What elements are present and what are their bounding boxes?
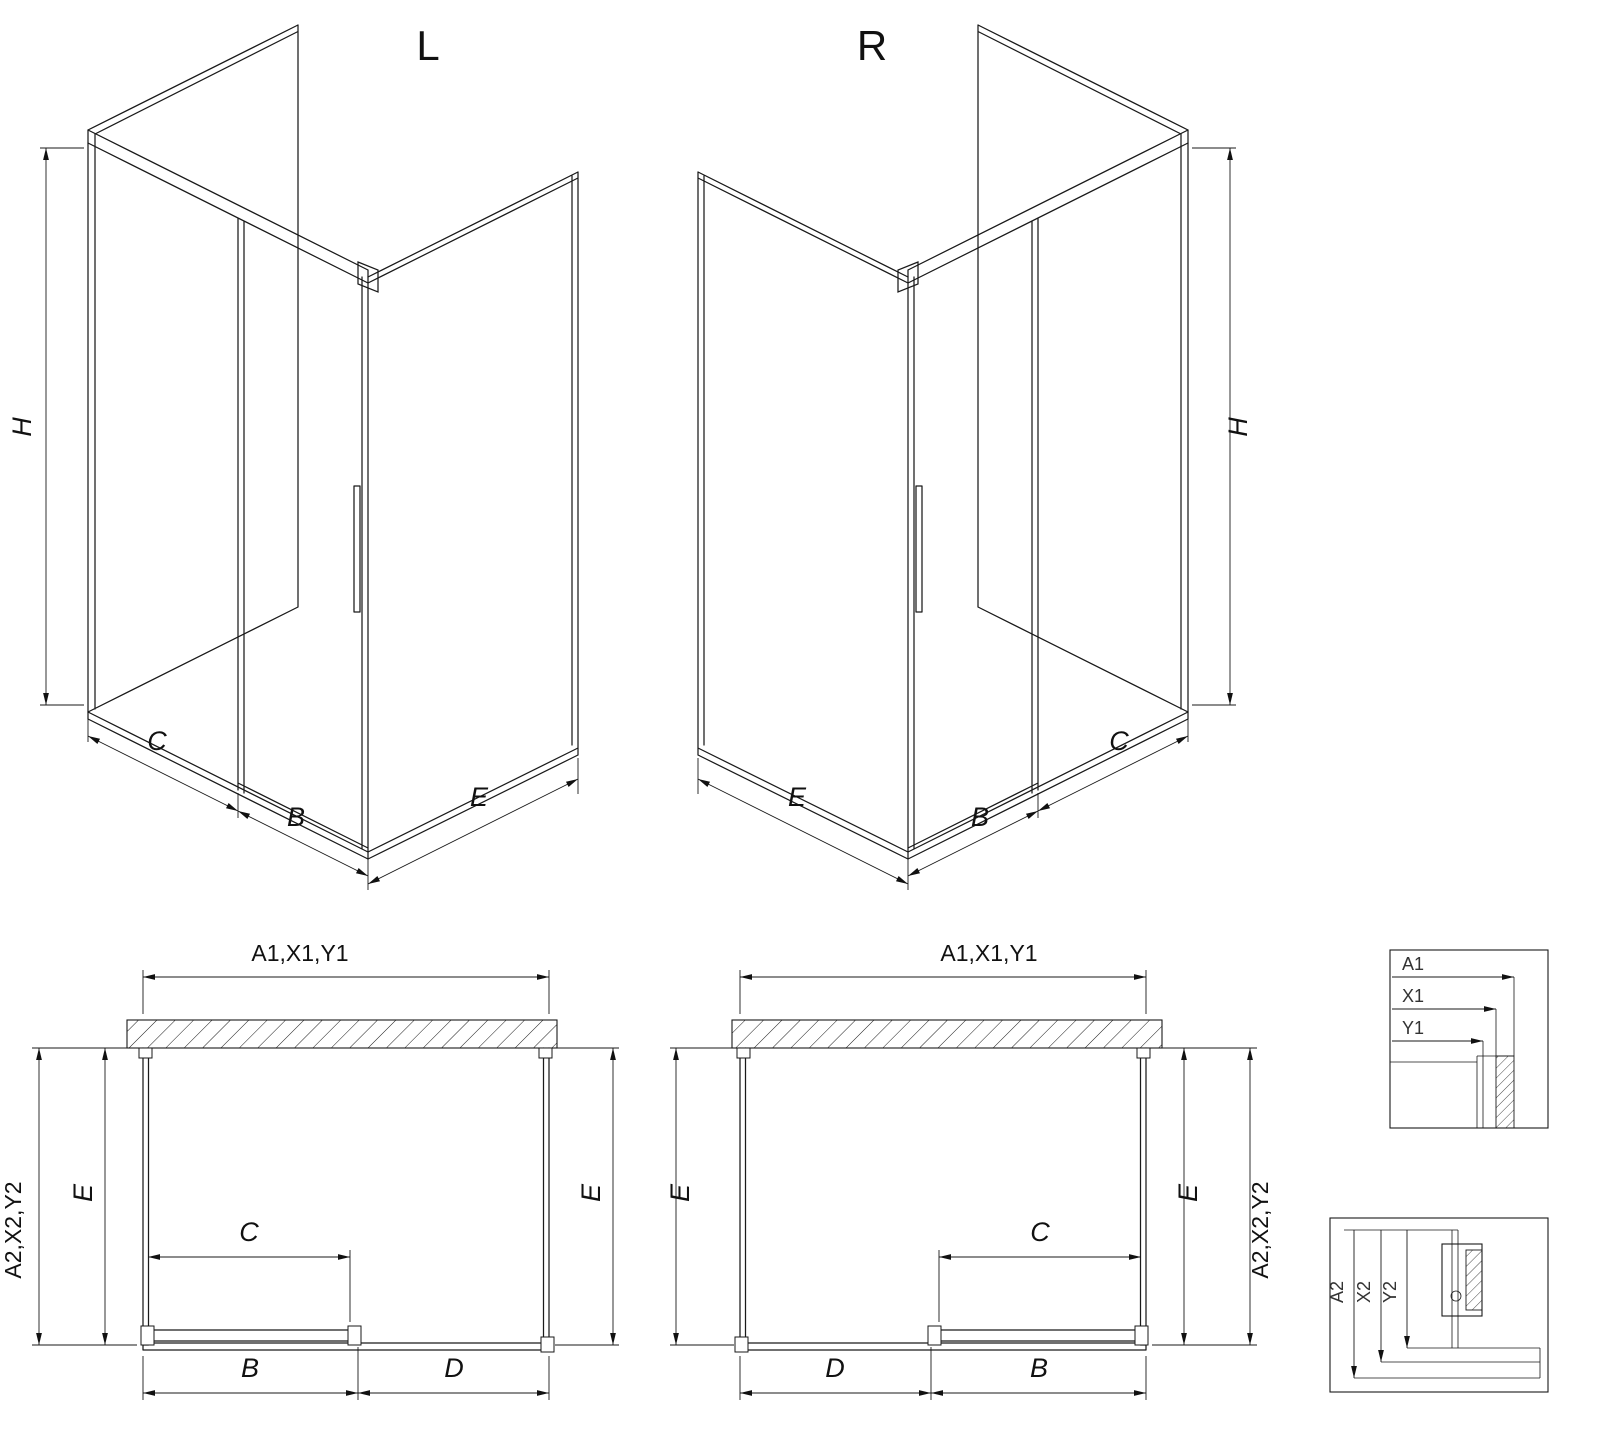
dim-e-left-label: E <box>665 1183 695 1202</box>
right-side-glass-panel <box>367 171 579 860</box>
dim-h-label: H <box>7 417 37 437</box>
dim-b-label: B <box>971 802 989 832</box>
dim-e-right-label: E <box>576 1183 606 1202</box>
iso-right-variant-label: R <box>857 22 887 69</box>
corner-profile <box>734 1336 749 1353</box>
detail-frame <box>1389 949 1549 1129</box>
dim-c-label: C <box>147 726 167 756</box>
dim-y1-label: Y1 <box>1402 1018 1424 1038</box>
detail-view-bottom: A2 X2 Y2 <box>1327 1217 1549 1393</box>
door-end-cap <box>347 1325 362 1346</box>
door-start-cap <box>140 1325 155 1346</box>
door-end-cap <box>927 1325 942 1346</box>
left-side-glass-panel <box>87 24 299 713</box>
dim-depth-label: A2,X2,Y2 <box>1247 1181 1273 1278</box>
wall-profile-section-hatched <box>1495 1055 1515 1129</box>
door-handle <box>353 485 361 613</box>
wall-bracket-hatched <box>1465 1249 1483 1311</box>
door-handle <box>915 485 923 613</box>
dim-b-label: B <box>287 802 305 832</box>
dim-b-label: B <box>241 1353 259 1383</box>
dim-e-label: E <box>470 782 489 812</box>
front-sliding-wall <box>87 129 369 860</box>
dim-width-label: A1,X1,Y1 <box>940 940 1037 966</box>
door-start-cap <box>1134 1325 1149 1346</box>
dim-e-left-label: E <box>68 1183 98 1202</box>
dim-d-label: D <box>444 1353 464 1383</box>
corner-connector-block <box>357 261 379 293</box>
side-glass-panels-plan <box>142 1047 550 1346</box>
corner-profile <box>540 1336 555 1353</box>
corner-connector-block <box>897 261 919 293</box>
wall-profile-left <box>138 1047 153 1059</box>
dim-h-label: H <box>1223 417 1253 437</box>
right-back-glass-panel <box>977 24 1189 713</box>
sliding-door-track-plan <box>142 1329 550 1351</box>
track-face-reference-lines <box>1354 1347 1541 1379</box>
dim-y2-label: Y2 <box>1380 1281 1400 1303</box>
front-sliding-wall <box>907 129 1189 860</box>
dim-c-label: C <box>239 1217 259 1247</box>
dim-a1-label: A1 <box>1402 954 1424 974</box>
iso-left-extension-lines <box>40 147 579 890</box>
dim-width-label: A1,X1,Y1 <box>251 940 348 966</box>
dim-e-right-label: E <box>1173 1183 1203 1202</box>
detail-top-extension-lines <box>1482 977 1515 1056</box>
iso-view-left: L H C B E <box>7 22 579 890</box>
dim-x1-label: X1 <box>1402 986 1424 1006</box>
dim-d-label: D <box>825 1353 845 1383</box>
dim-b-label: B <box>1030 1353 1048 1383</box>
side-glass-panels-plan <box>739 1047 1147 1346</box>
plan-right-extension-lines <box>670 970 1257 1400</box>
iso-right-extension-lines <box>697 147 1236 890</box>
wall-section-hatched <box>731 1019 1163 1049</box>
left-side-glass-panel <box>697 171 909 860</box>
wall-profile-left <box>736 1047 751 1059</box>
dim-line-e <box>367 778 579 885</box>
wall-section-hatched <box>126 1019 558 1049</box>
dim-line-c <box>87 735 239 812</box>
dim-line-b <box>237 810 369 877</box>
dim-line-e <box>697 778 909 885</box>
iso-left-variant-label: L <box>416 22 439 69</box>
plan-left-extension-lines <box>32 970 619 1400</box>
glass-section-lines <box>1390 1055 1514 1128</box>
dim-a2-label: A2 <box>1327 1281 1347 1303</box>
detail-view-top: A1 X1 Y1 <box>1389 949 1549 1129</box>
sliding-door-track-plan <box>739 1329 1147 1351</box>
dim-line-c <box>1037 735 1189 812</box>
dim-x2-label: X2 <box>1354 1281 1374 1303</box>
plan-view-left: A1,X1,Y1 A2,X2,Y2 E E C B D <box>0 940 619 1400</box>
detail-frame <box>1329 1217 1549 1393</box>
plan-view-right: A1,X1,Y1 A2,X2,Y2 E E C D B <box>665 940 1273 1400</box>
screw-icon <box>1450 1290 1462 1302</box>
wall-profile-right <box>1136 1047 1151 1059</box>
dim-line-b <box>907 810 1039 877</box>
dim-e-label: E <box>788 782 807 812</box>
glass-section-lines <box>1451 1230 1459 1348</box>
dim-depth-label: A2,X2,Y2 <box>0 1181 26 1278</box>
dim-c-label: C <box>1030 1217 1050 1247</box>
iso-view-right: R H C B E <box>697 22 1253 890</box>
dim-c-label: C <box>1109 726 1129 756</box>
wall-profile-right <box>538 1047 553 1059</box>
